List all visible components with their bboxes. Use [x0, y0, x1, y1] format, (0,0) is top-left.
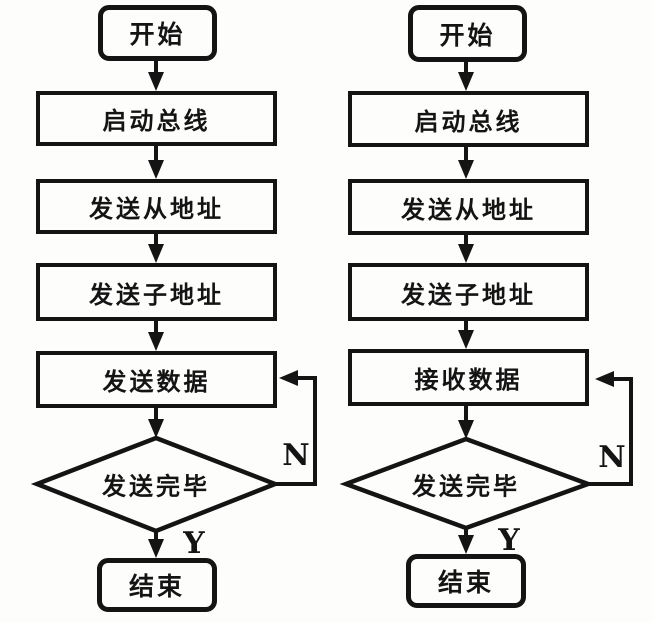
arrowhead-down-icon	[458, 72, 474, 91]
start-node: 开始	[98, 5, 217, 61]
decision-node-label: 发送完毕	[412, 472, 520, 501]
branch-label-yes: Y	[498, 523, 520, 558]
arrowhead-down-icon	[458, 420, 474, 439]
arrowhead-left-icon	[595, 371, 614, 387]
process-node-start-bus: 启动总线	[36, 91, 277, 146]
arrowhead-left-icon	[279, 370, 298, 386]
process-node-send-sub-address: 发送子地址	[348, 263, 589, 321]
process-node-start-bus: 启动总线	[348, 91, 589, 147]
end-node: 结束	[406, 554, 526, 608]
arrowhead-down-icon	[148, 72, 164, 91]
process-node-send-data: 发送数据	[36, 351, 277, 408]
branch-label-no: N	[598, 440, 626, 475]
process-node-send-slave-address: 发送从地址	[36, 179, 277, 234]
arrowhead-down-icon	[458, 330, 474, 349]
arrowhead-down-icon	[148, 160, 164, 179]
arrowhead-down-icon	[458, 244, 474, 263]
process-node-send-slave-address: 发送从地址	[348, 179, 589, 235]
loop-back-line	[586, 377, 633, 486]
left-chart-connectors	[30, 59, 317, 558]
decision-diamond-shape	[339, 436, 595, 531]
branch-label-yes: Y	[183, 526, 205, 561]
arrowhead-down-icon	[148, 539, 164, 558]
process-node-receive-data: 接收数据	[348, 349, 589, 406]
loop-back-line	[271, 376, 317, 486]
start-node: 开始	[408, 5, 527, 62]
arrowhead-down-icon	[458, 160, 474, 179]
end-node: 结束	[97, 558, 217, 612]
arrowhead-down-icon	[148, 332, 164, 351]
arrowhead-down-icon	[148, 244, 164, 263]
arrowhead-down-icon	[148, 419, 164, 438]
decision-node-label: 发送完毕	[102, 472, 210, 501]
right-chart-connectors	[339, 60, 633, 554]
decision-diamond-shape	[30, 435, 282, 534]
arrowhead-down-icon	[458, 535, 474, 554]
process-node-send-sub-address: 发送子地址	[36, 263, 277, 321]
branch-label-no: N	[282, 438, 310, 473]
